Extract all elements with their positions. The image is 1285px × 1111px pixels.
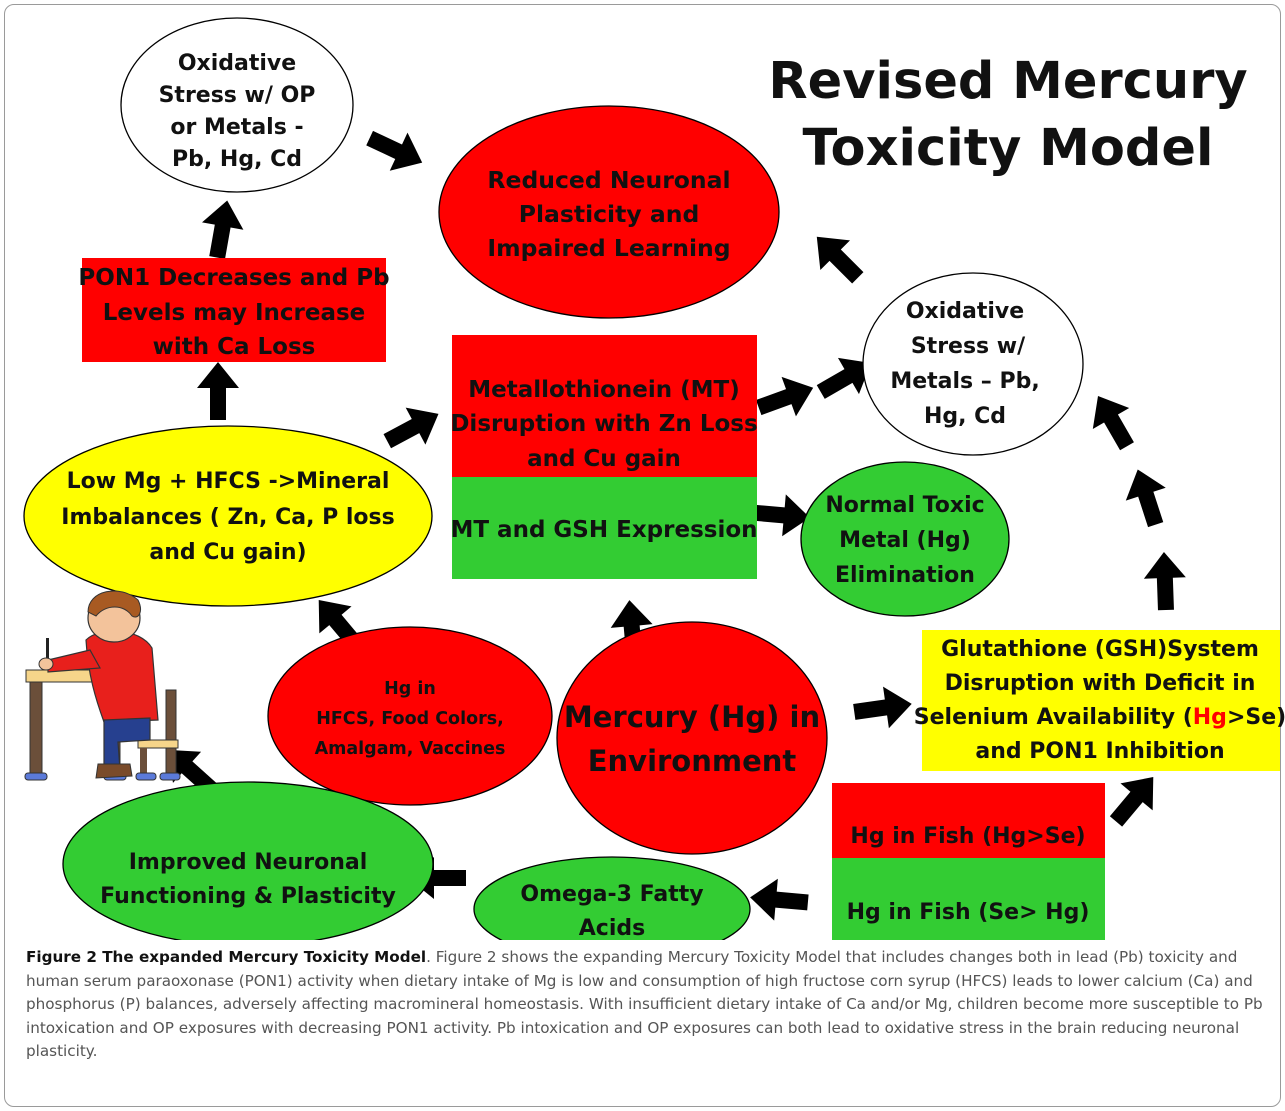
node-normal-elimination: Normal Toxic Metal (Hg) Elimination	[800, 461, 1010, 617]
oxidative-stress-op-line-3: or Metals -	[170, 115, 303, 140]
pon1-decreases-line-3: with Ca Loss	[153, 334, 316, 360]
caption-body: . Figure 2 shows the expanding Mercury T…	[26, 948, 1263, 1060]
oxidative-stress-op-line-2: Stress w/ OP	[159, 83, 316, 108]
arrow-lowmg-to-mt	[377, 395, 449, 460]
improved-functioning-line-2: Functioning & Plasticity	[100, 884, 396, 909]
node-hg-fish-high: Hg in Fish (Hg>Se)	[832, 783, 1105, 858]
child-at-desk-illustration	[24, 590, 181, 781]
node-oxidative-stress-op: Oxidative Stress w/ OP or Metals - Pb, H…	[120, 17, 354, 193]
arrow-mt-to-oxstress-1	[751, 368, 821, 428]
node-hg-fish-low: Hg in Fish (Se> Hg)	[832, 858, 1105, 940]
arrow-gsh-to-oxstress-1	[1079, 385, 1146, 457]
reduced-plasticity-line-3: Impaired Learning	[487, 234, 730, 262]
diagram-title: Revised Mercury Toxicity Model	[768, 52, 1247, 178]
node-reduced-plasticity: Reduced Neuronal Plasticity and Impaired…	[438, 105, 780, 319]
node-low-mg-hfcs: Low Mg + HFCS ->Mineral Imbalances ( Zn,…	[23, 425, 433, 607]
gsh-line3-suffix: >Se)	[1227, 705, 1285, 730]
arrow-mercury-to-gsh	[851, 683, 915, 733]
arrow-oxstress2-to-reduced	[801, 221, 873, 293]
mercury-environment-line-2: Environment	[588, 744, 797, 778]
caption-title: Figure 2 The expanded Mercury Toxicity M…	[26, 948, 427, 966]
arrow-fish-to-gsh	[1099, 763, 1170, 835]
improved-functioning-line-1: Improved Neuronal	[129, 850, 368, 875]
arrow-oxstress-to-reduced	[360, 119, 432, 182]
omega3-line-2: Acids	[579, 916, 645, 940]
arrow-lowmg-to-pon1	[197, 362, 239, 420]
arrow-gsh-to-oxstress-2	[1117, 462, 1176, 532]
pon1-decreases-line-2: Levels may Increase	[103, 300, 366, 326]
node-improved-functioning: Improved Neuronal Functioning & Plastici…	[62, 781, 434, 940]
hg-sources-line-3: Amalgam, Vaccines	[315, 739, 506, 759]
gsh-line3-prefix: Selenium Availability (	[914, 705, 1193, 730]
reduced-plasticity-line-2: Plasticity and	[519, 200, 700, 228]
gsh-line3-hg-highlight: Hg	[1193, 705, 1227, 730]
figure-frame	[4, 4, 1281, 1107]
hg-fish-high-line-1: Hg in Fish (Hg>Se)	[850, 824, 1085, 849]
node-gsh-disruption: Glutathione (GSH)System Disruption with …	[914, 630, 1285, 771]
low-mg-hfcs-line-3: and Cu gain)	[149, 540, 306, 565]
oxidative-stress-op-line-4: Pb, Hg, Cd	[172, 147, 302, 172]
oxidative-stress-metals-line-2: Stress w/	[911, 334, 1026, 359]
gsh-disruption-line-3: Selenium Availability (Hg>Se)	[914, 705, 1285, 730]
node-mt-gsh-expression: MT and GSH Expression	[450, 477, 758, 579]
low-mg-hfcs-line-1: Low Mg + HFCS ->Mineral	[67, 469, 390, 494]
oxidative-stress-op-line-1: Oxidative	[178, 51, 296, 76]
arrow-fish-to-omega3	[748, 876, 810, 924]
gsh-disruption-line-4: and PON1 Inhibition	[975, 739, 1224, 764]
mercury-toxicity-diagram: Revised Mercury Toxicity Model Oxidative…	[23, 17, 1285, 940]
mercury-environment-line-1: Mercury (Hg) in	[564, 700, 820, 734]
hg-sources-line-2: HFCS, Food Colors,	[316, 709, 504, 729]
gsh-disruption-line-2: Disruption with Deficit in	[945, 671, 1256, 696]
hg-sources-line-1: Hg in	[384, 679, 436, 699]
node-pon1-decreases: PON1 Decreases and Pb Levels may Increas…	[78, 258, 390, 362]
oxidative-stress-metals-line-4: Hg, Cd	[924, 404, 1006, 429]
oxidative-stress-metals-line-3: Metals – Pb,	[890, 369, 1039, 394]
hg-fish-low-line-1: Hg in Fish (Se> Hg)	[847, 900, 1090, 925]
normal-elimination-line-2: Metal (Hg)	[839, 528, 971, 553]
normal-elimination-line-1: Normal Toxic	[825, 493, 984, 518]
mt-gsh-expression-line-1: MT and GSH Expression	[450, 517, 757, 543]
node-oxidative-stress-metals: Oxidative Stress w/ Metals – Pb, Hg, Cd	[862, 272, 1084, 456]
oxidative-stress-metals-line-1: Oxidative	[906, 299, 1024, 324]
arrow-gsh-to-oxstress-3	[1142, 551, 1187, 611]
gsh-disruption-line-1: Glutathione (GSH)System	[941, 637, 1259, 662]
node-mt-disruption: Metallothionein (MT) Disruption with Zn …	[450, 335, 758, 477]
arrow-pon1-to-oxstress	[196, 196, 248, 262]
pon1-decreases-line-1: PON1 Decreases and Pb	[78, 265, 389, 291]
title-line-1: Revised Mercury	[768, 52, 1247, 111]
node-omega3: Omega-3 Fatty Acids	[473, 856, 751, 940]
node-hg-sources: Hg in HFCS, Food Colors, Amalgam, Vaccin…	[267, 626, 553, 806]
node-mercury-environment: Mercury (Hg) in Environment	[556, 621, 828, 855]
omega3-line-1: Omega-3 Fatty	[520, 882, 703, 907]
mt-disruption-line-2: Disruption with Zn Loss	[450, 411, 757, 437]
low-mg-hfcs-line-2: Imbalances ( Zn, Ca, P loss	[61, 505, 394, 530]
figure-caption: Figure 2 The expanded Mercury Toxicity M…	[26, 946, 1266, 1064]
mt-disruption-line-3: and Cu gain	[527, 446, 681, 472]
normal-elimination-line-3: Elimination	[835, 563, 975, 588]
mt-disruption-line-1: Metallothionein (MT)	[468, 377, 739, 403]
title-line-2: Toxicity Model	[803, 119, 1214, 178]
reduced-plasticity-line-1: Reduced Neuronal	[487, 166, 730, 194]
